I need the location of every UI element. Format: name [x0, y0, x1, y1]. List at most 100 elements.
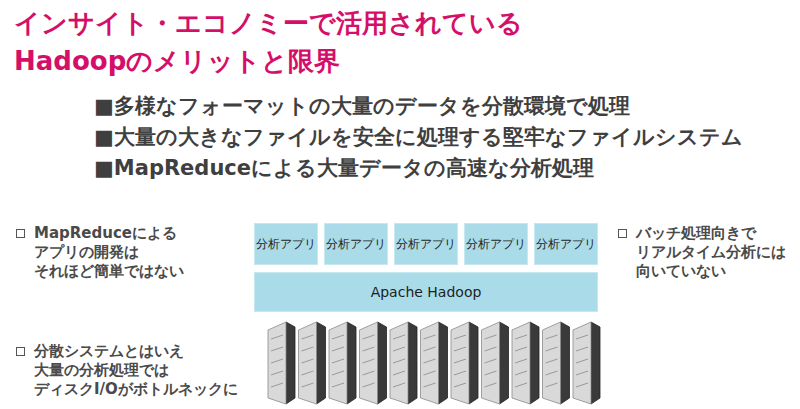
blade-vent: [363, 347, 375, 351]
bullet-square: [16, 347, 25, 356]
blade-front: [360, 322, 378, 404]
blade-vent: [485, 371, 497, 375]
merit-bullet: ■MapReduceによる大量データの高速な分析処理: [94, 154, 594, 182]
blade-front: [329, 322, 347, 404]
blade-vent: [271, 383, 283, 387]
blade-vent: [302, 359, 314, 363]
blade-vent: [302, 371, 314, 375]
blade-side: [286, 322, 295, 404]
blade-vent: [302, 383, 314, 387]
app-box: 分析アプリ: [534, 223, 598, 265]
blade-side: [408, 322, 417, 404]
merit-bullet: ■大量の大きなファイルを安全に処理する堅牢なファイルシステム: [94, 123, 743, 151]
blade-vent: [424, 347, 436, 351]
blade-vent: [485, 335, 497, 339]
blade-side: [500, 322, 509, 404]
box-label: 分析アプリ: [396, 236, 456, 253]
blade-vent: [485, 347, 497, 351]
blade-vent: [363, 371, 375, 375]
blade-vent: [393, 383, 405, 387]
blade-vent: [302, 335, 314, 339]
blade-vent: [271, 335, 283, 339]
blade-side: [378, 322, 387, 404]
blade-vent: [363, 359, 375, 363]
blade-vent: [576, 335, 588, 339]
blade-vent: [393, 347, 405, 351]
blade-side: [561, 322, 570, 404]
blade-side: [439, 322, 448, 404]
blade-vent: [271, 347, 283, 351]
blade-vent: [393, 371, 405, 375]
blade-front: [451, 322, 469, 404]
blade-vent: [424, 335, 436, 339]
blade-vent: [576, 371, 588, 375]
blade-vent: [485, 383, 497, 387]
blade-vent: [546, 371, 558, 375]
blade-front: [482, 322, 500, 404]
app-box: 分析アプリ: [324, 223, 388, 265]
box-label: 分析アプリ: [466, 236, 526, 253]
blade-vent: [332, 371, 344, 375]
blade-vent: [454, 371, 466, 375]
blade-vent: [424, 383, 436, 387]
blade-vent: [332, 359, 344, 363]
limit-note: MapReduceによる アプリの開発は それほど簡単ではない: [34, 224, 224, 281]
blade-vent: [454, 335, 466, 339]
blade-vent: [393, 359, 405, 363]
box-label: 分析アプリ: [536, 236, 596, 253]
blade-vent: [515, 383, 527, 387]
blade-vent: [454, 383, 466, 387]
blade-front: [268, 322, 286, 404]
box-label: 分析アプリ: [326, 236, 386, 253]
limit-note: バッチ処理向きで リアルタイム分析には 向いていない: [636, 224, 794, 281]
blade-vent: [332, 335, 344, 339]
blade-vent: [332, 347, 344, 351]
blade-servers: [268, 322, 600, 404]
blade-vent: [454, 347, 466, 351]
blade-vent: [424, 359, 436, 363]
blade-front: [299, 322, 317, 404]
box-label: 分析アプリ: [256, 236, 316, 253]
blade-vent: [393, 335, 405, 339]
limit-note: 分散システムとはいえ 大量の分析処理では ディスクI/Oがボトルネックに: [34, 342, 256, 399]
blade-front: [421, 322, 439, 404]
blade-side: [317, 322, 326, 404]
blade-vent: [363, 383, 375, 387]
merit-bullet: ■多様なフォーマットの大量のデータを分散環境で処理: [94, 92, 630, 120]
blade-side: [469, 322, 478, 404]
bullet-square: [618, 229, 627, 238]
app-box: 分析アプリ: [394, 223, 458, 265]
blade-vent: [363, 335, 375, 339]
app-box: 分析アプリ: [464, 223, 528, 265]
blade-vent: [576, 383, 588, 387]
blade-vent: [515, 335, 527, 339]
blade-vent: [546, 335, 558, 339]
blade-vent: [271, 371, 283, 375]
blade-vent: [546, 383, 558, 387]
hadoop-band: Apache Hadoop: [254, 272, 598, 312]
bullet-square: [16, 229, 25, 238]
blade-front: [390, 322, 408, 404]
blade-vent: [302, 347, 314, 351]
blade-vent: [515, 359, 527, 363]
blade-vent: [515, 371, 527, 375]
blade-side: [530, 322, 539, 404]
app-box: 分析アプリ: [254, 223, 318, 265]
blade-vent: [515, 347, 527, 351]
blade-front: [512, 322, 530, 404]
blade-vent: [454, 359, 466, 363]
blade-vent: [332, 383, 344, 387]
blade-side: [591, 322, 600, 404]
box-label: Apache Hadoop: [371, 284, 482, 300]
blade-vent: [424, 371, 436, 375]
blade-side: [347, 322, 356, 404]
blade-vent: [546, 347, 558, 351]
blade-front: [543, 322, 561, 404]
blade-front: [573, 322, 591, 404]
slide-title: インサイト・エコノミーで活用されている Hadoopのメリットと限界: [14, 4, 634, 80]
blade-vent: [546, 359, 558, 363]
blade-vent: [576, 347, 588, 351]
blade-vent: [271, 359, 283, 363]
blade-vent: [485, 359, 497, 363]
blade-vent: [576, 359, 588, 363]
